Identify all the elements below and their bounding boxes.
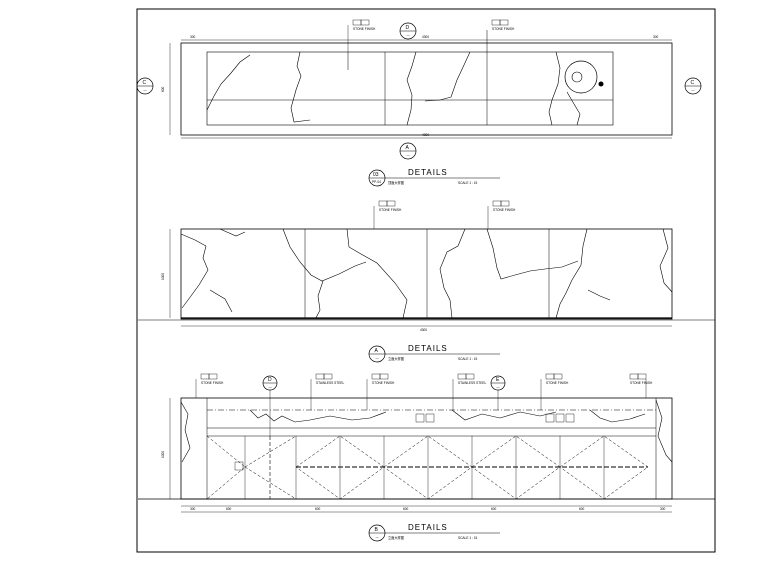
svg-text:A: A <box>406 145 410 151</box>
material-tag-elev-b-2: STAINLESS STEEL <box>310 373 345 410</box>
drain-symbol <box>564 60 598 94</box>
material-tag-elev-b-4: STAINLESS STEEL <box>452 373 487 410</box>
svg-text:A: A <box>375 348 379 354</box>
svg-text:—: — <box>144 88 148 92</box>
svg-text:—: — <box>692 88 696 92</box>
svg-text:DETAILS: DETAILS <box>408 523 448 532</box>
material-tag-elev-b-5: STONE FINISH <box>540 373 569 410</box>
dim-plan-edge-right: 300 <box>653 35 659 39</box>
dim-elev-a-total: 4300 <box>420 328 427 332</box>
svg-text:PP-04: PP-04 <box>372 180 381 184</box>
svg-text:STONE FINISH: STONE FINISH <box>546 381 569 385</box>
dim-elev-b-edge: 300 <box>190 507 196 511</box>
dim-plan-total-bottom: 4300 <box>422 133 429 137</box>
section-marker-right: C — <box>684 77 702 95</box>
svg-text:B: B <box>375 527 379 533</box>
svg-text:300: 300 <box>660 507 666 511</box>
svg-text:600: 600 <box>403 507 409 511</box>
section-marker-bottom: A — <box>399 142 417 160</box>
section-marker-elev-e: E — <box>490 375 506 410</box>
section-marker-elev-d: D — <box>262 375 278 436</box>
svg-text:STONE FINISH: STONE FINISH <box>201 381 224 385</box>
section-marker-top: D — <box>399 22 417 40</box>
svg-text:—: — <box>497 385 501 389</box>
svg-text:STAINLESS STEEL: STAINLESS STEEL <box>316 381 345 385</box>
dim-plan-height: 600 <box>161 86 165 92</box>
elevation-a: 4300 1000 <box>138 228 715 332</box>
material-tag-elev-b-1: STONE FINISH <box>195 373 224 398</box>
svg-text:—: — <box>407 153 411 157</box>
svg-text:STONE FINISH: STONE FINISH <box>493 208 516 212</box>
dim-plan-edge: 300 <box>190 35 196 39</box>
svg-text:顶面大样图: 顶面大样图 <box>388 180 404 185</box>
svg-text:DETAILS: DETAILS <box>408 344 448 353</box>
svg-text:D: D <box>268 377 272 383</box>
svg-text:SCALE 1 : 15: SCALE 1 : 15 <box>458 536 478 540</box>
detail-label: DETAILS <box>408 168 448 177</box>
svg-text:STONE FINISH: STONE FINISH <box>630 381 653 385</box>
svg-text:E: E <box>496 377 500 383</box>
svg-text:STONE FINISH: STONE FINISH <box>353 27 376 31</box>
material-tag-elev-a-right: STONE FINISH <box>487 200 516 229</box>
elevation-b: 300 600 600 600 600 600 300 1000 <box>138 397 715 513</box>
section-marker-left: C — <box>136 77 154 95</box>
svg-text:—: — <box>376 356 380 360</box>
svg-text:03: 03 <box>373 172 379 178</box>
dim-plan-total: 4300 <box>422 35 429 39</box>
plan-view: 300 4300 300 4300 600 <box>161 30 673 139</box>
material-tag-elev-b-6: STONE FINISH <box>629 373 653 398</box>
material-tag-plan-left: STONE FINISH <box>347 19 376 52</box>
svg-text:600: 600 <box>579 507 585 511</box>
svg-text:立面大样图: 立面大样图 <box>388 356 404 361</box>
svg-text:立面大样图: 立面大样图 <box>388 535 404 540</box>
title-block-b: B — DETAILS 立面大样图 SCALE 1 : 15 <box>368 523 500 542</box>
svg-text:—: — <box>407 33 411 37</box>
svg-text:600: 600 <box>226 507 232 511</box>
svg-text:STAINLESS STEEL: STAINLESS STEEL <box>458 381 487 385</box>
svg-text:D: D <box>406 25 410 31</box>
material-tag-elev-b-3: STONE FINISH <box>366 373 395 410</box>
svg-text:STONE FINISH: STONE FINISH <box>492 27 515 31</box>
svg-text:600: 600 <box>315 507 321 511</box>
material-tag-plan-right: STONE FINISH <box>491 19 515 31</box>
dim-elev-b-height: 1000 <box>161 451 165 458</box>
svg-text:600: 600 <box>491 507 497 511</box>
svg-text:—: — <box>269 385 273 389</box>
svg-text:SCALE 1 : 15: SCALE 1 : 15 <box>458 357 478 361</box>
svg-text:STONE FINISH: STONE FINISH <box>372 381 395 385</box>
dim-elev-a-height: 1000 <box>161 273 165 280</box>
svg-text:STONE FINISH: STONE FINISH <box>379 208 402 212</box>
material-tag-elev-a-left: STONE FINISH <box>373 200 402 229</box>
title-block-03: 03 PP-04 DETAILS 顶面大样图 SCALE 1 : 15 <box>368 168 500 187</box>
sheet-frame <box>136 8 716 553</box>
svg-text:SCALE 1 : 15: SCALE 1 : 15 <box>458 181 478 185</box>
svg-text:—: — <box>376 535 380 539</box>
title-block-a: A — DETAILS 立面大样图 SCALE 1 : 15 <box>368 344 500 363</box>
svg-text:C: C <box>691 80 695 86</box>
svg-text:C: C <box>143 80 147 86</box>
